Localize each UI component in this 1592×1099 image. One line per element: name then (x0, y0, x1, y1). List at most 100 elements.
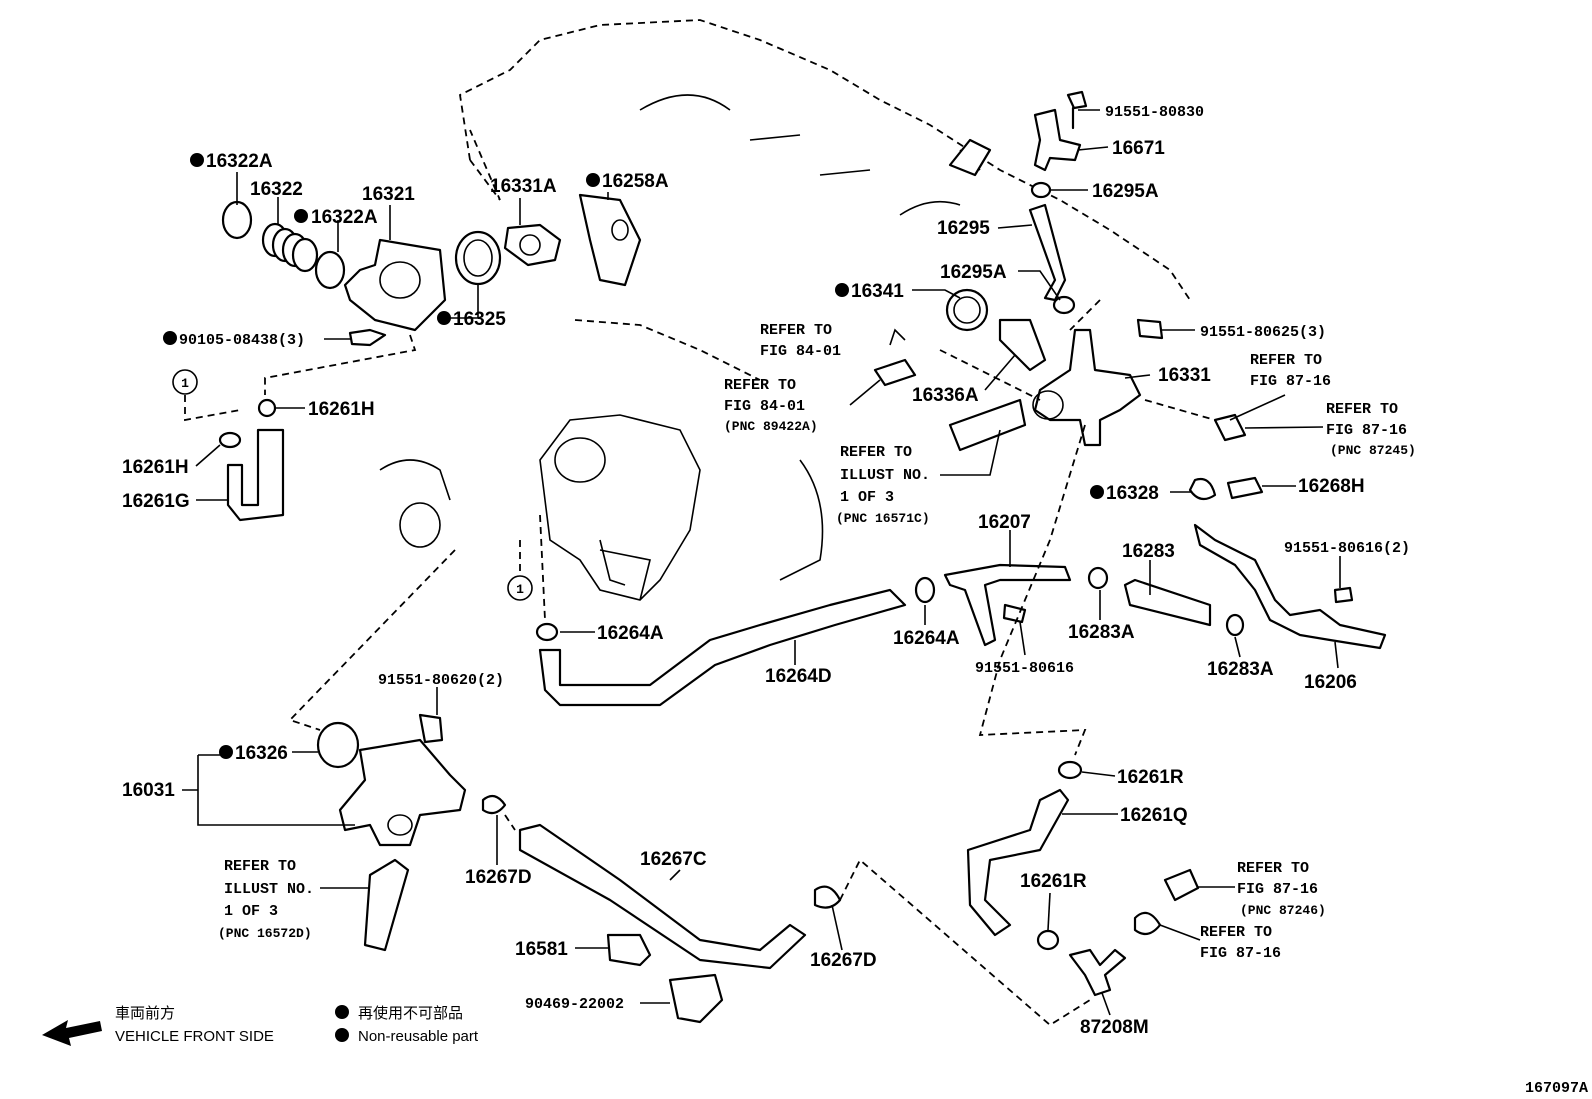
label-91551-80625: 91551-80625(3) (1200, 324, 1326, 341)
label-16261H-top: 16261H (308, 399, 375, 420)
thermostat-housing-16321 (343, 238, 447, 332)
water-outlet-group (873, 90, 1247, 452)
sensor-89422A (873, 358, 917, 387)
clip-16264A-right (914, 576, 936, 604)
ref-84-01-a: REFER TO FIG 84-01 (760, 322, 841, 360)
label-16331: 16331 (1158, 365, 1211, 386)
water-inlet-16031 (338, 738, 467, 847)
bypass-hoses-left (218, 398, 285, 522)
bottom-right-hoses (966, 760, 1200, 997)
label-16322A-top: 16322A (206, 151, 273, 172)
reference-notes: REFER TO FIG 84-01 REFER TO FIG 84-01 (P… (218, 322, 1416, 962)
nonreuse-dot (835, 283, 849, 297)
label-16295A-mid: 16295A (940, 262, 1007, 283)
clip-16283A-left (1087, 566, 1109, 590)
nonreuse-dot (437, 311, 451, 325)
label-16206: 16206 (1304, 672, 1357, 693)
svg-text:1 OF 3: 1 OF 3 (840, 489, 894, 506)
legend: 車両前方 VEHICLE FRONT SIDE 再使用不可部品 Non-reus… (42, 1005, 479, 1046)
clip-16261H-left (218, 431, 242, 449)
label-16261G: 16261G (122, 491, 190, 512)
connector-lines (184, 299, 1216, 1027)
clip-16264A-left (535, 622, 559, 642)
clamp-90469 (668, 973, 724, 1024)
o-ring-16322A-top (221, 200, 253, 240)
plug-16268H (1226, 476, 1264, 500)
hose-16261G (226, 428, 285, 522)
o-ring-16322A-mid (314, 250, 346, 290)
water-outlet-16331 (1033, 328, 1142, 447)
bolt-91551-80830 (1066, 90, 1088, 130)
clip-16267D-left (481, 794, 507, 815)
hose-16261Q (966, 788, 1070, 937)
svg-text:REFER TO: REFER TO (1326, 401, 1398, 418)
svg-text:(PNC 16572D): (PNC 16572D) (218, 926, 312, 941)
ref-illust-1: REFER TO ILLUST NO. 1 OF 3 (PNC 16571C) (836, 444, 930, 526)
svg-text:(PNC 87246): (PNC 87246) (1240, 903, 1326, 918)
label-16261Q: 16261Q (1120, 805, 1188, 826)
label-16341: 16341 (851, 281, 904, 302)
svg-text:FIG 87-16: FIG 87-16 (1237, 881, 1318, 898)
hose-16283 (1123, 578, 1212, 627)
label-16261R-mid: 16261R (1020, 871, 1087, 892)
svg-text:REFER TO: REFER TO (1250, 352, 1322, 369)
label-16207: 16207 (978, 512, 1031, 533)
svg-text:FIG 87-16: FIG 87-16 (1326, 422, 1407, 439)
o-ring-16326 (316, 721, 360, 769)
svg-text:ILLUST NO.: ILLUST NO. (840, 467, 930, 484)
front-arrow-icon (42, 1020, 102, 1046)
engine-block (539, 414, 701, 601)
legend-dot-icon (335, 1005, 349, 1019)
refer-hose-87246 (1163, 868, 1200, 902)
svg-text:FIG 84-01: FIG 84-01 (760, 343, 841, 360)
thermostat-16331A (503, 223, 562, 267)
union-16671 (1033, 108, 1082, 172)
clip-16295A-mid (1052, 295, 1076, 315)
clip-16261R-mid (1036, 929, 1060, 951)
hose-16264D (538, 588, 907, 707)
nonreuse-dot (586, 173, 600, 187)
svg-text:(PNC 87245): (PNC 87245) (1330, 443, 1416, 458)
label-90105: 90105-08438(3) (179, 332, 305, 349)
legend-dot-icon (335, 1028, 349, 1042)
label-16336A: 16336A (912, 385, 979, 406)
nonreuse-dot (1090, 485, 1104, 499)
bellows-16322 (261, 222, 319, 273)
clip-87246 (1133, 911, 1162, 936)
label-16258A: 16258A (602, 171, 669, 192)
label-90469: 90469-22002 (525, 996, 624, 1013)
diagram-id: 167097A (1525, 1080, 1588, 1097)
nonreuse-dot (190, 153, 204, 167)
engine-outline (379, 19, 1191, 581)
label-16267D-right: 16267D (810, 950, 877, 971)
gasket-16258A (578, 193, 642, 287)
svg-text:REFER TO: REFER TO (1237, 860, 1309, 877)
gasket-16341 (945, 288, 989, 332)
label-16322: 16322 (250, 179, 303, 200)
label-87208M: 87208M (1080, 1017, 1149, 1038)
label-16267D-left: 16267D (465, 867, 532, 888)
svg-text:REFER TO: REFER TO (224, 858, 296, 875)
label-16671: 16671 (1112, 138, 1165, 159)
label-16581: 16581 (515, 939, 568, 960)
label-16264A-left: 16264A (597, 623, 664, 644)
refer-hose-stub (948, 398, 1027, 452)
tee-87208M (1068, 948, 1127, 997)
callout-circle-top: 1 (172, 369, 198, 395)
clamp-16581 (606, 933, 652, 967)
legend-direction-en: VEHICLE FRONT SIDE (115, 1028, 274, 1045)
nonreuse-dot (219, 745, 233, 759)
label-16264D: 16264D (765, 666, 832, 687)
ref-87-16-d: REFER TO FIG 87-16 (1200, 924, 1281, 962)
svg-text:ILLUST NO.: ILLUST NO. (224, 881, 314, 898)
label-16268H: 16268H (1298, 476, 1365, 497)
ref-illust-2: REFER TO ILLUST NO. 1 OF 3 (PNC 16572D) (218, 858, 314, 941)
svg-text:FIG 87-16: FIG 87-16 (1200, 945, 1281, 962)
label-91551-80620: 91551-80620(2) (378, 672, 504, 689)
hose-16267C (518, 823, 807, 970)
clip-16283A-right (1225, 613, 1245, 637)
ref-87-16-c: REFER TO FIG 87-16 (PNC 87246) (1237, 860, 1326, 918)
label-91551-80616: 91551-80616 (975, 660, 1074, 677)
part-labels: 16322A 16322 16322A 16321 16331A 16258A … (122, 104, 1410, 1038)
